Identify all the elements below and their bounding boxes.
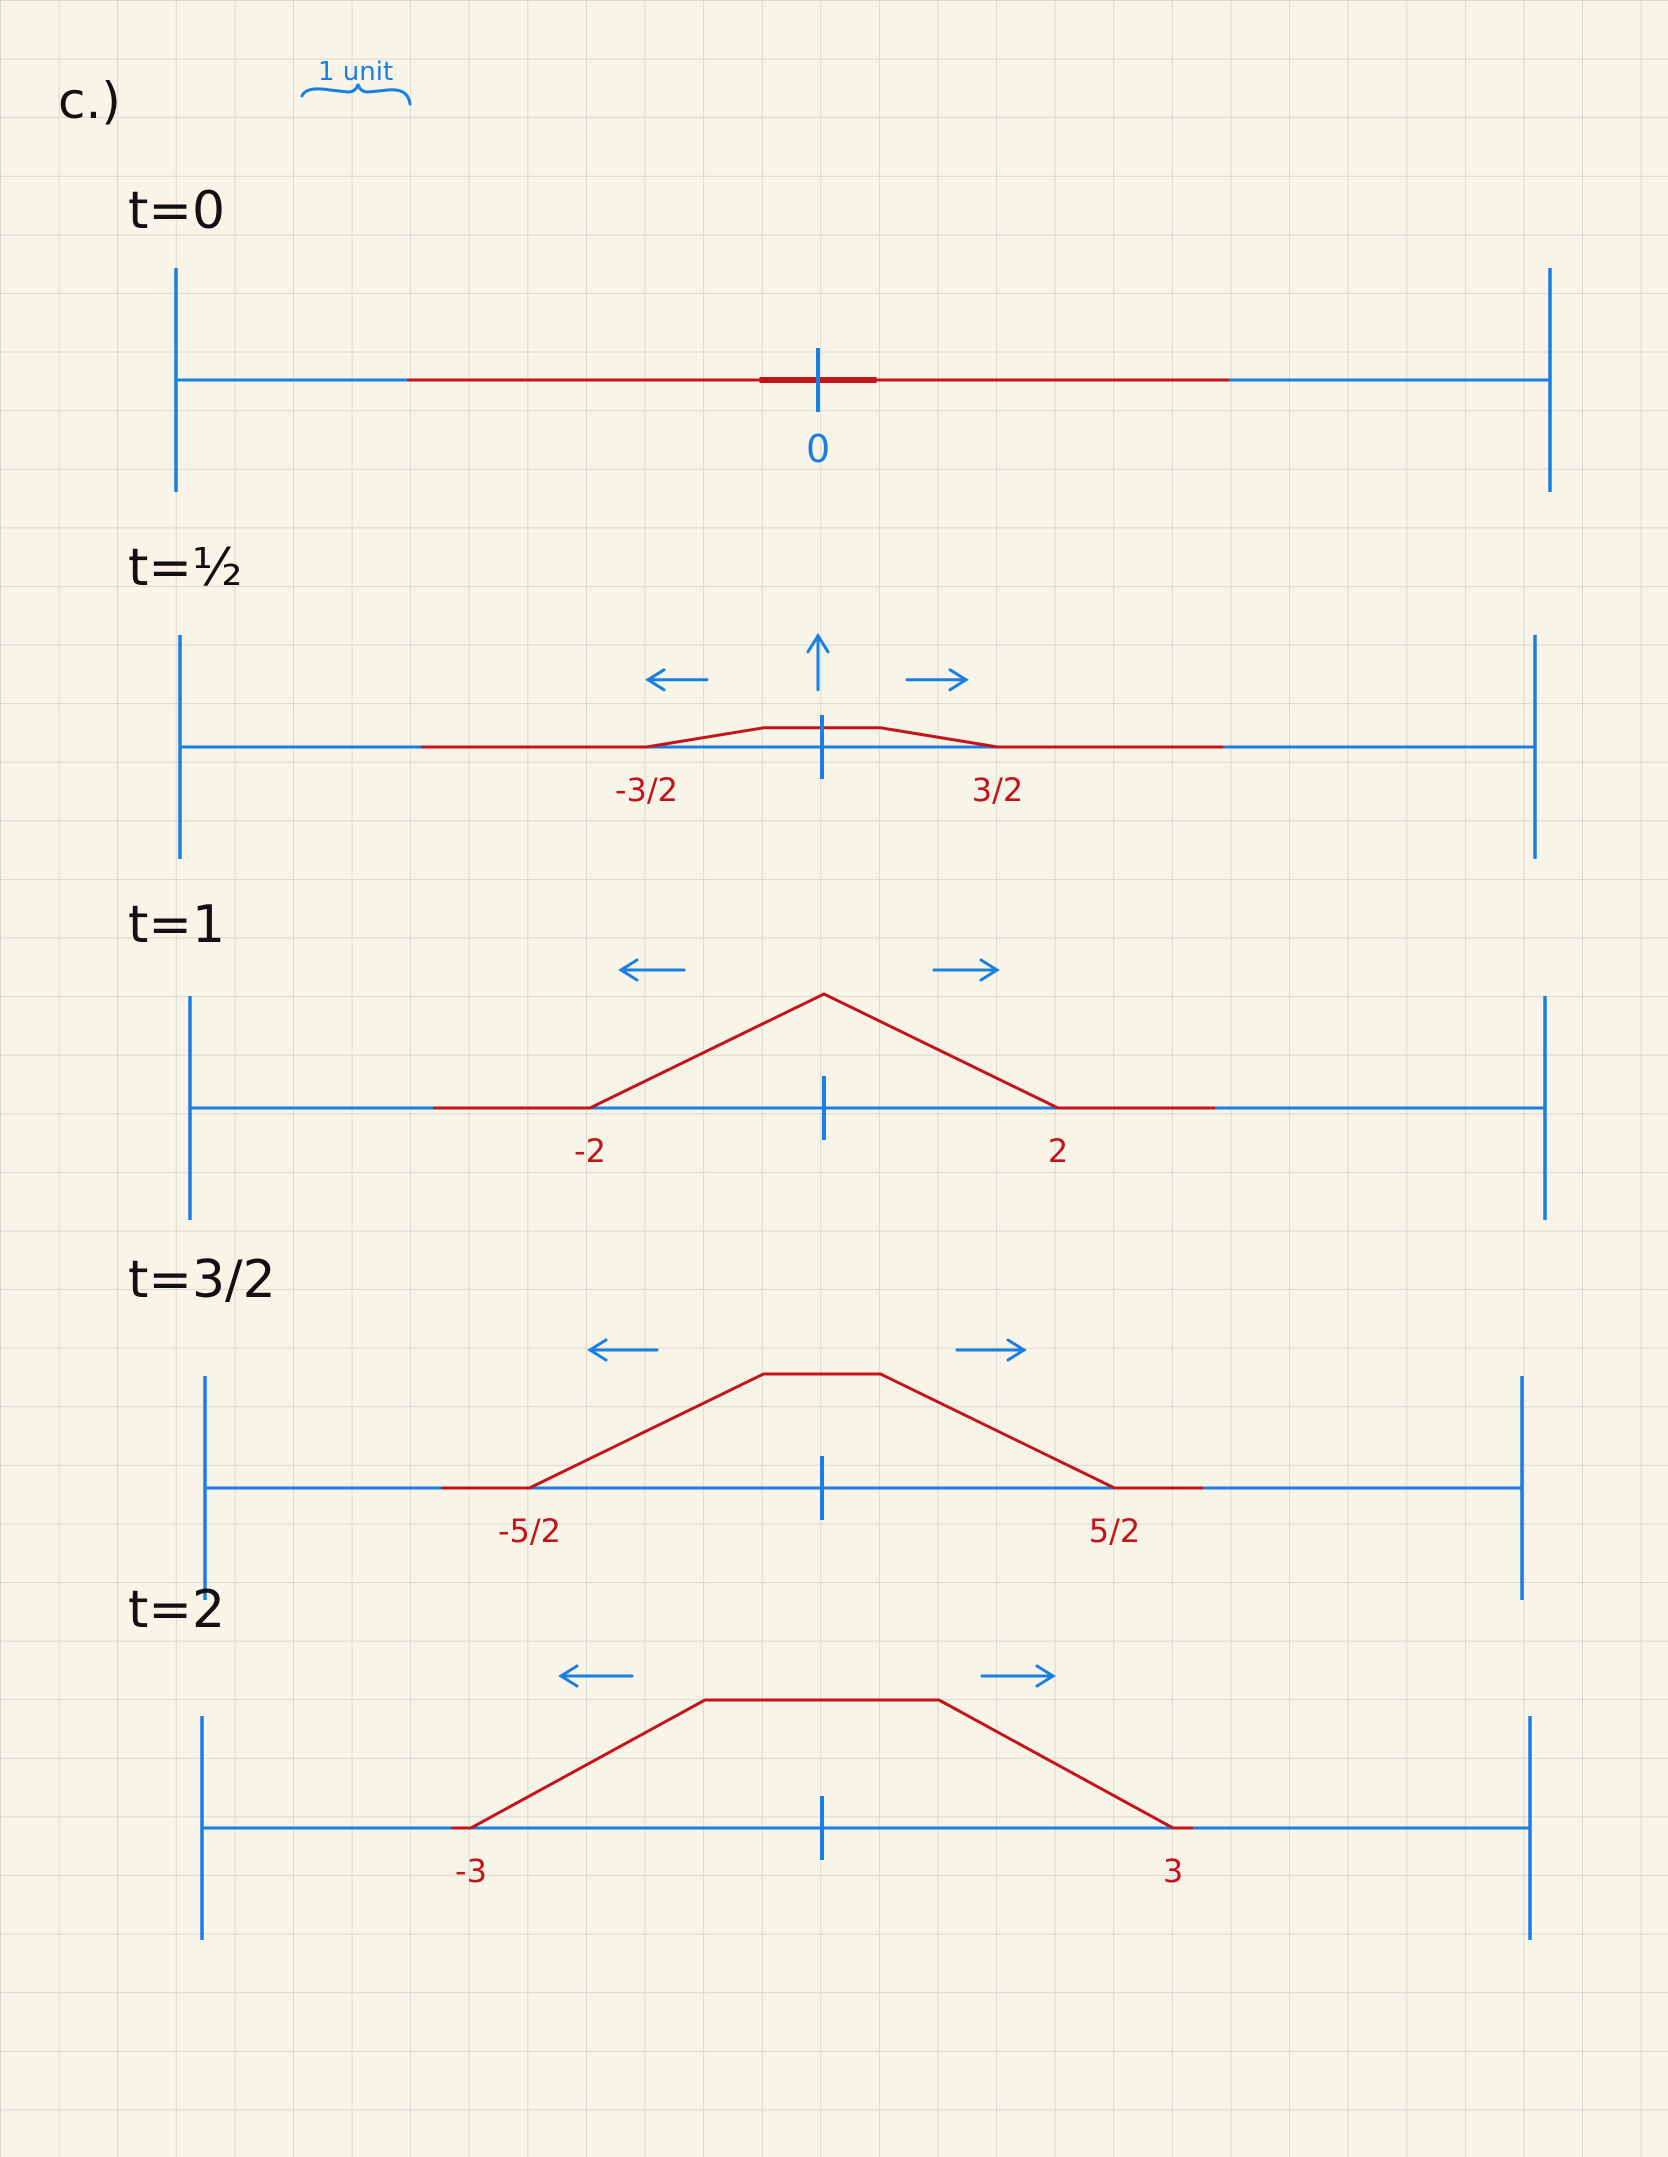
snapshot-2: t=1 -2 2 — [128, 895, 1547, 1220]
scale-note-text: 1 unit — [318, 57, 393, 87]
arrow-head — [1035, 1664, 1056, 1688]
time-label: t=2 — [128, 1580, 225, 1640]
up-arrow-icon — [806, 632, 830, 692]
snapshot-3: t=3/2 -5/2 5/2 — [128, 1250, 1524, 1600]
tick-label: 2 — [1048, 1132, 1068, 1170]
arrow-head — [618, 958, 639, 982]
left-arrow-icon — [558, 1664, 634, 1688]
left-arrow-icon — [645, 668, 709, 692]
part-label: c.) — [58, 72, 121, 130]
snapshot-4: t=2 -3 3 — [128, 1580, 1532, 1940]
tick-label: 5/2 — [1089, 1512, 1141, 1550]
arrow-head — [558, 1664, 579, 1688]
tick-label: 3 — [1163, 1852, 1183, 1890]
arrow-head — [948, 668, 969, 692]
tick-label: -2 — [574, 1132, 606, 1170]
tick-label: -3/2 — [615, 771, 678, 809]
right-arrow-icon — [980, 1664, 1056, 1688]
scale-note: 1 unit — [300, 57, 412, 106]
tick-label: -3 — [455, 1852, 487, 1890]
snapshot-1: t=½ -3/2 3/2 — [128, 538, 1537, 859]
scale-brace — [300, 83, 412, 106]
time-label: t=½ — [128, 538, 242, 598]
left-arrow-icon — [587, 1338, 659, 1362]
wave-profile — [589, 992, 1059, 1110]
wave-profile — [528, 1372, 1116, 1490]
arrow-head — [979, 958, 1000, 982]
snapshot-panels: t=0 0 t=½ -3/2 3/2 t=1 -2 2 t=3/2 -5/2 5/2 t=2 -3 3 — [128, 181, 1552, 1940]
time-label: t=3/2 — [128, 1250, 276, 1310]
arrow-head — [587, 1338, 608, 1362]
arrow-head — [645, 668, 666, 692]
right-arrow-icon — [905, 668, 969, 692]
time-label: t=1 — [128, 895, 225, 955]
right-arrow-icon — [932, 958, 1000, 982]
arrow-head — [806, 632, 830, 654]
arrow-head — [1006, 1338, 1027, 1362]
time-label: t=0 — [128, 181, 225, 241]
tick-label: 3/2 — [972, 771, 1024, 809]
center-label: 0 — [806, 427, 830, 471]
left-arrow-icon — [618, 958, 686, 982]
wave-profile — [470, 1698, 1174, 1830]
snapshot-0: t=0 0 — [128, 181, 1552, 492]
right-arrow-icon — [955, 1338, 1027, 1362]
tick-label: -5/2 — [498, 1512, 561, 1550]
